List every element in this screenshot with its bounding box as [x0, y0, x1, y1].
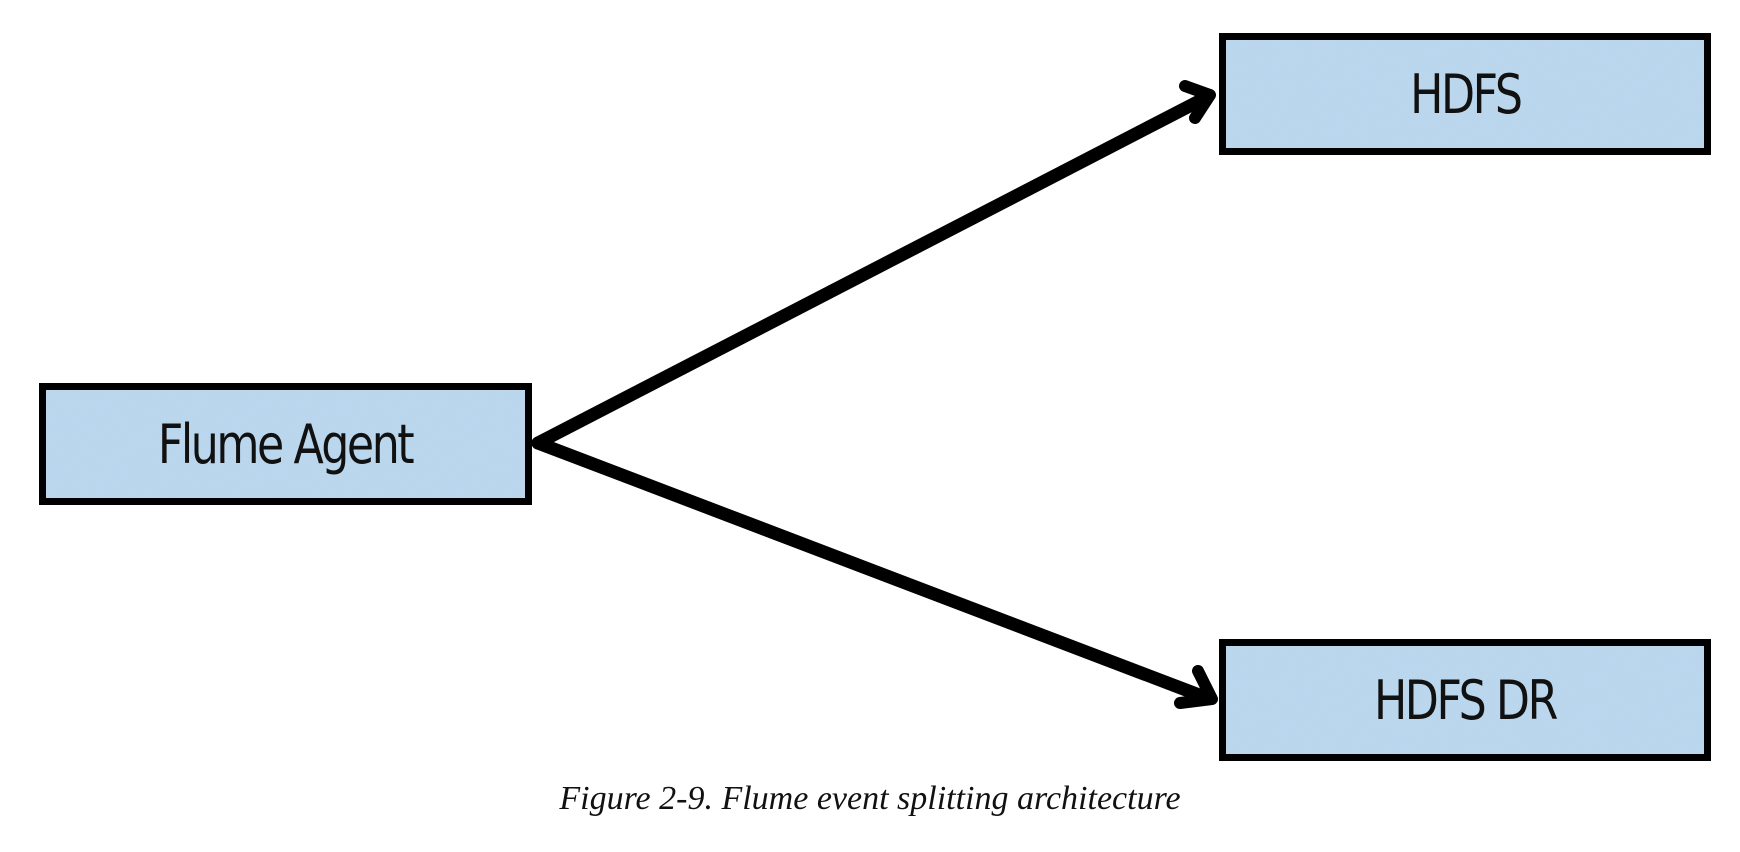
node-label: Flume Agent	[158, 412, 415, 476]
edge-line	[531, 436, 1214, 705]
box-grain-hdfs	[1222, 36, 1708, 152]
edge-agent-to-hdfs	[531, 80, 1216, 450]
edge-agent-to-hdfs-dr	[531, 436, 1218, 709]
box-grain-hdfs-dr	[1222, 642, 1708, 758]
edge-line	[531, 90, 1214, 450]
node-label: HDFS DR	[1374, 668, 1558, 732]
node-flume-agent: Flume Agent	[39, 383, 532, 505]
node-label: HDFS	[1409, 62, 1523, 126]
box-grain-agent	[42, 386, 529, 502]
figure-caption: Figure 2-9. Flume event splitting archit…	[559, 780, 1181, 817]
node-hdfs-dr: HDFS DR	[1219, 639, 1711, 761]
arrowhead	[1174, 665, 1218, 709]
arrowhead	[1179, 80, 1216, 124]
node-hdfs: HDFS	[1219, 33, 1711, 155]
